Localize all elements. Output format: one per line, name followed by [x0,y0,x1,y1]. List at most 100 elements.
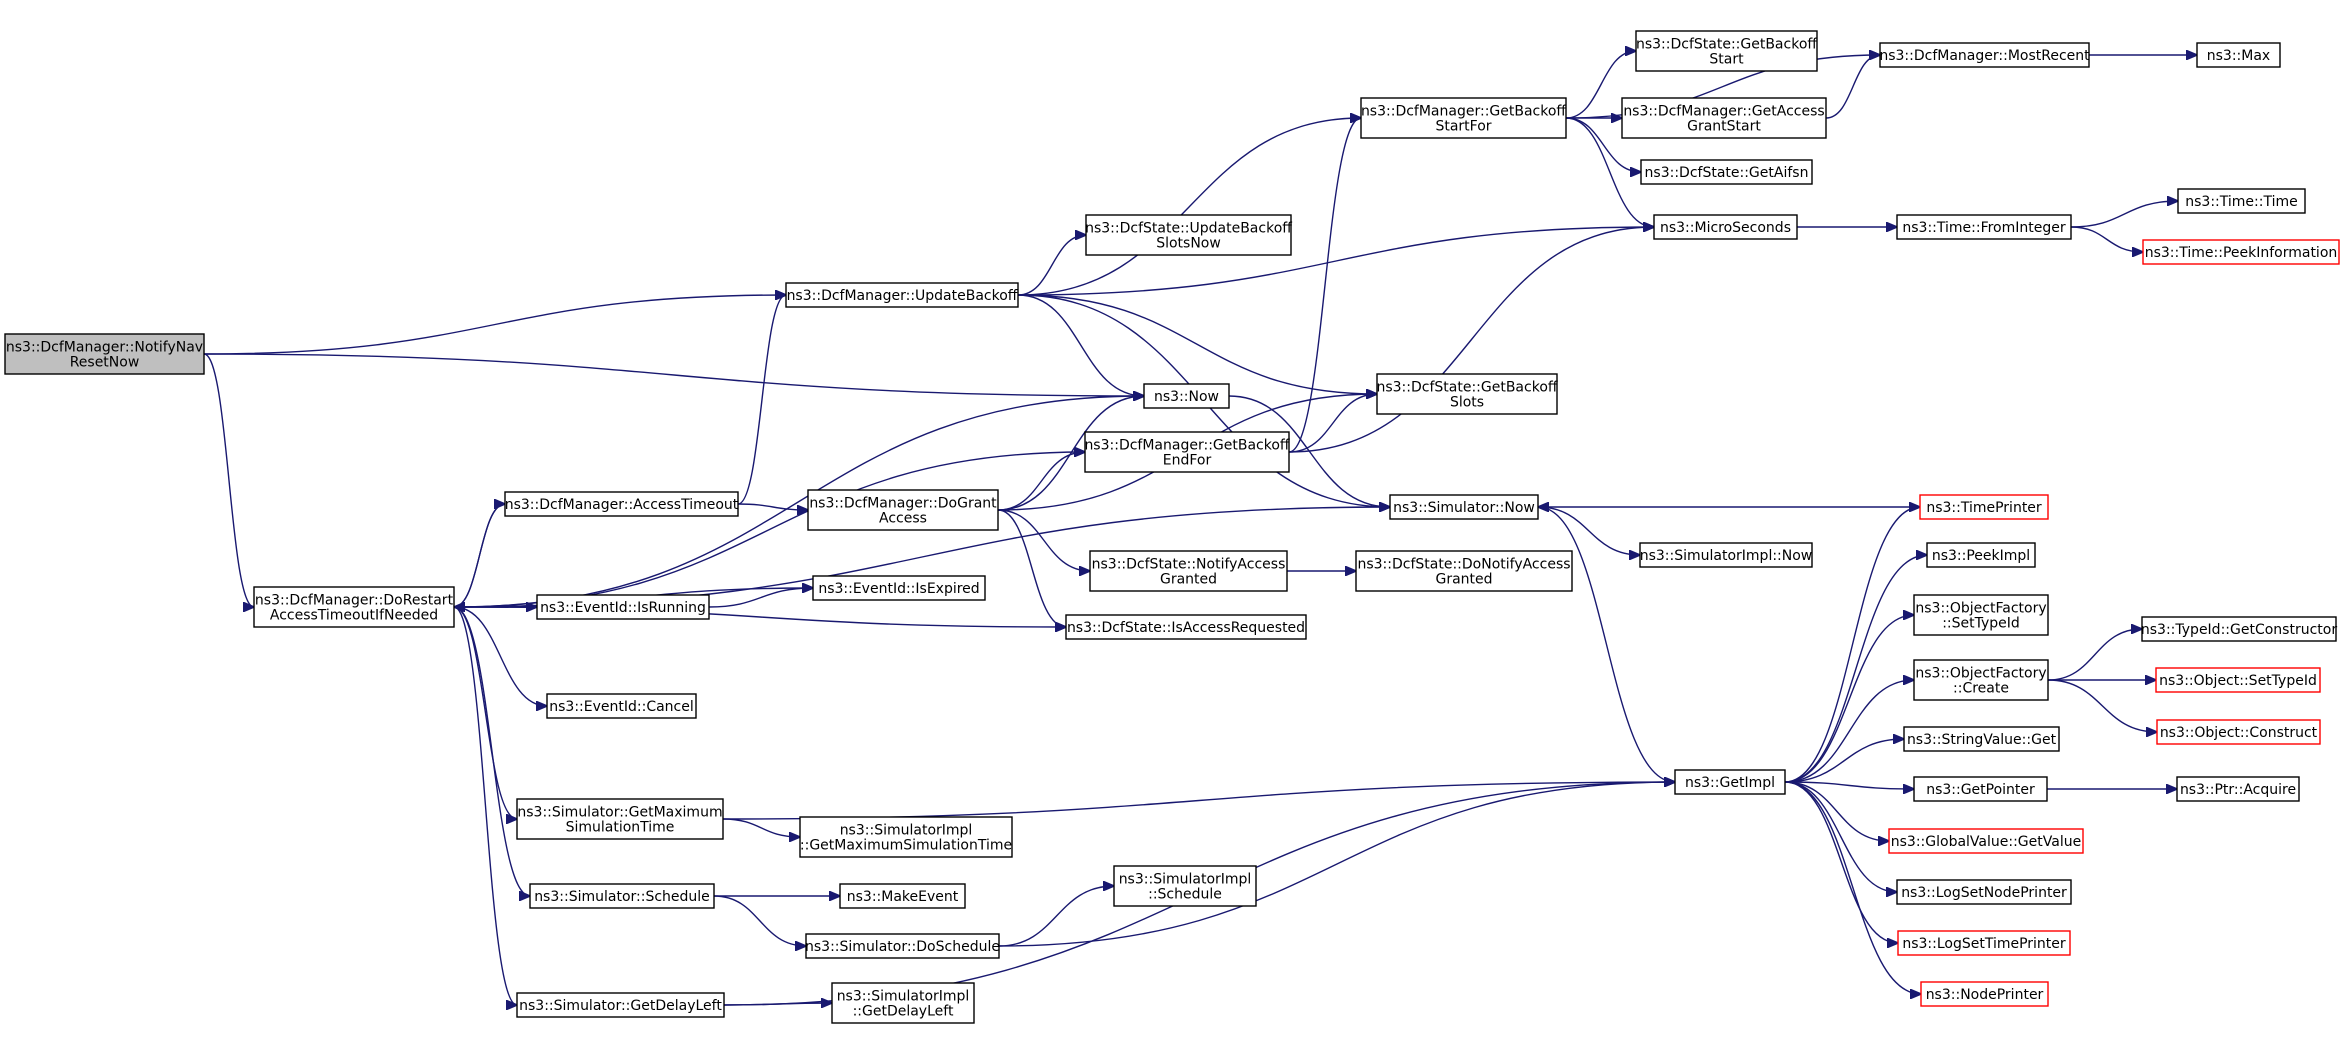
edges-layer [203,51,2197,1005]
graph-node-ost[interactable]: ns3::Object::SetTypeId [2155,667,2321,693]
graph-node-now[interactable]: ns3::Now [1143,383,1230,409]
edge-eir-to-eie [708,588,813,608]
node-box [1143,383,1230,409]
graph-node-drat[interactable]: ns3::DcfManager::DoRestartAccessTimeoutI… [253,586,455,628]
node-label-line: ns3::NodePrinter [1926,987,2044,1003]
edge-dga-to-iar [997,509,1066,627]
node-box [1089,550,1288,592]
graph-node-at[interactable]: ns3::DcfManager::AccessTimeout [504,491,739,517]
node-box [1640,159,1813,185]
graph-node-pa[interactable]: ns3::Ptr::Acquire [2176,776,2300,802]
node-label-line: ns3::Simulator::DoSchedule [805,939,1000,955]
node-box [546,693,697,719]
node-box [1913,659,2049,701]
node-label-line: ns3::Object::Construct [2160,725,2318,741]
graph-node-sigmst[interactable]: ns3::SimulatorImpl::GetMaximumSimulation… [799,816,1013,858]
node-label-line: ns3::Ptr::Acquire [2180,782,2296,798]
edge-gi-to-ofc [1784,680,1914,783]
edge-gbsf-to-us [1565,117,1654,227]
node-label-line: ns3::Simulator::GetDelayLeft [519,998,722,1014]
graph-node-lstp[interactable]: ns3::LogSetTimePrinter [1897,930,2071,956]
node-label-line: ns3::SimulatorImpl [837,989,970,1005]
node-box [1903,726,2060,752]
node-box [1926,542,2036,568]
node-label-line: ns3::DcfState::UpdateBackoff [1085,221,1292,237]
node-box [2176,776,2300,802]
graph-node-tp[interactable]: ns3::TimePrinter [1919,494,2049,520]
node-box [2196,42,2281,68]
node-label-line: ns3::DcfState::NotifyAccess [1092,557,1286,573]
graph-node-me[interactable]: ns3::MakeEvent [839,883,966,909]
graph-node-ec[interactable]: ns3::EventId::Cancel [546,693,697,719]
node-label-line: ResetNow [70,355,140,371]
graph-node-mr[interactable]: ns3::DcfManager::MostRecent [1879,42,2090,68]
node-label-line: ns3::SimulatorImpl [1119,872,1252,888]
graph-node-lsnp[interactable]: ns3::LogSetNodePrinter [1896,879,2072,905]
graph-node-iar[interactable]: ns3::DcfState::IsAccessRequested [1065,614,1307,640]
node-box [4,333,205,375]
graph-node-pi[interactable]: ns3::PeekImpl [1926,542,2036,568]
edge-ub-to-us [1017,227,1654,296]
graph-node-sinow[interactable]: ns3::SimulatorImpl::Now [1639,542,1813,568]
graph-node-sds[interactable]: ns3::Simulator::DoSchedule [805,933,1000,959]
graph-node-sisch[interactable]: ns3::SimulatorImpl::Schedule [1113,865,1257,907]
node-label-line: ns3::Simulator::Now [1393,500,1535,516]
graph-node-tt[interactable]: ns3::Time::Time [2177,188,2306,214]
graph-node-ssch[interactable]: ns3::Simulator::Schedule [529,883,715,909]
graph-node-gi[interactable]: ns3::GetImpl [1674,769,1786,795]
edge-at-to-ub [737,295,786,505]
graph-node-tpi[interactable]: ns3::Time::PeekInformation [2142,239,2340,265]
graph-node-tgc[interactable]: ns3::TypeId::GetConstructor [2141,616,2337,642]
graph-node-us[interactable]: ns3::MicroSeconds [1653,214,1798,240]
node-box [1879,42,2090,68]
edge-root-to-drat [203,353,254,607]
edge-snow-to-sinow [1537,506,1640,555]
node-box [1896,214,2072,240]
graph-node-gp[interactable]: ns3::GetPointer [1913,776,2048,802]
graph-node-sgdl[interactable]: ns3::Simulator::GetDelayLeft [516,992,725,1018]
node-box [1639,542,1813,568]
graph-node-np[interactable]: ns3::NodePrinter [1920,981,2049,1007]
graph-node-oc[interactable]: ns3::Object::Construct [2156,719,2321,745]
edge-gi-to-lsnp [1784,781,1897,892]
edge-sgmst-to-sigmst [722,818,800,837]
graph-node-max[interactable]: ns3::Max [2196,42,2281,68]
graph-node-eir[interactable]: ns3::EventId::IsRunning [536,594,710,620]
graph-node-ub[interactable]: ns3::DcfManager::UpdateBackoff [785,282,1019,308]
graph-node-snow[interactable]: ns3::Simulator::Now [1389,494,1539,520]
node-box [1621,97,1827,139]
edge-ub-to-gbs [1017,294,1377,394]
node-label-line: ns3::GlobalValue::GetValue [1891,834,2081,850]
node-label-line: Granted [1160,572,1217,588]
edge-ub-to-now [1017,294,1144,396]
node-box [1896,879,2072,905]
node-label-line: ns3::DcfManager::AccessTimeout [505,497,739,513]
graph-node-svg[interactable]: ns3::StringValue::Get [1903,726,2060,752]
node-label-line: ns3::SimulatorImpl [840,823,973,839]
graph-node-ofst[interactable]: ns3::ObjectFactory::SetTypeId [1913,594,2049,636]
node-box [831,982,975,1024]
edge-gi-to-gp [1784,781,1914,789]
graph-node-gvgv[interactable]: ns3::GlobalValue::GetValue [1888,828,2084,854]
node-box [1913,594,2049,636]
graph-node-ofc[interactable]: ns3::ObjectFactory::Create [1913,659,2049,701]
node-box [253,586,455,628]
node-box [2142,239,2340,265]
graph-node-sigdl[interactable]: ns3::SimulatorImpl::GetDelayLeft [831,982,975,1024]
graph-node-sgmst[interactable]: ns3::Simulator::GetMaximumSimulationTime [516,798,724,840]
node-box [536,594,710,620]
graph-node-eie[interactable]: ns3::EventId::IsExpired [812,575,986,601]
node-box [785,282,1019,308]
graph-node-tfi[interactable]: ns3::Time::FromInteger [1896,214,2072,240]
graph-node-gaifsn[interactable]: ns3::DcfState::GetAifsn [1640,159,1813,185]
